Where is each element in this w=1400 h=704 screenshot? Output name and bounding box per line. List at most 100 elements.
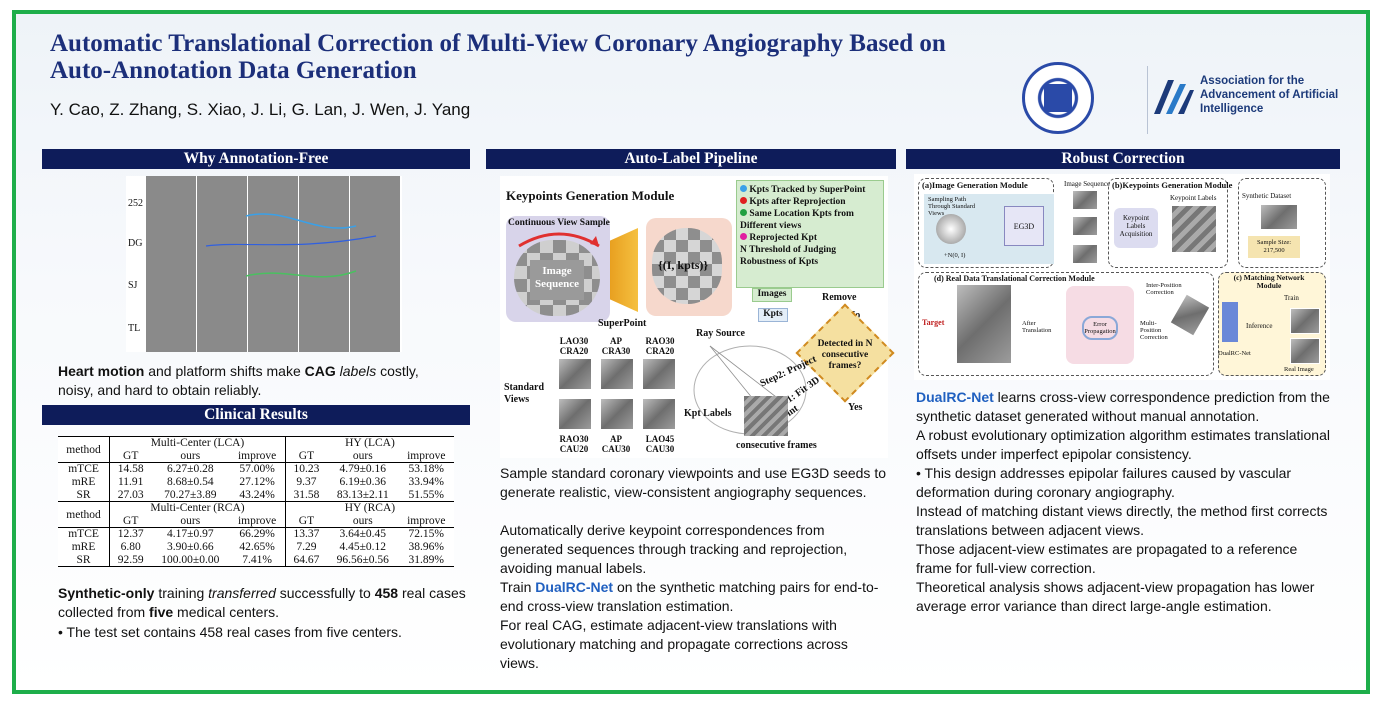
sample-size-box: Sample Size: 217,500 (1248, 236, 1300, 258)
module-b-box (1108, 178, 1228, 268)
dualrc-net-name: DualRC-Net (535, 579, 614, 595)
logo-divider (1147, 66, 1148, 134)
seq-tile (1072, 190, 1098, 210)
dualrc-block (1222, 302, 1238, 342)
table-cell: 64.67 (293, 553, 320, 566)
table-cell: 4.79±0.16 (339, 463, 387, 476)
decision-text: Detected in N consecutive frames? (817, 339, 873, 371)
table-cell: 11.91 (117, 476, 144, 488)
table-cell: 8.68±0.54 (167, 476, 214, 488)
view-label-top: AP CRA30 (601, 336, 631, 356)
pipeline-figure: Keypoints Generation Module Continuous V… (500, 176, 895, 458)
synthetic-dataset-label: Synthetic Dataset (1242, 192, 1292, 200)
clinical-text: real cases collected from (58, 585, 466, 620)
section-clinical-results: Clinical Results (42, 405, 470, 425)
table-cell: 27.03 (117, 488, 144, 501)
table-cell: 96.56±0.56 (336, 553, 389, 566)
motion-overlay (205, 213, 377, 278)
table-cell: SR (58, 488, 111, 502)
th-improve: improve (229, 449, 286, 463)
why-bold-cag: CAG (304, 363, 336, 379)
table-cell: 3.90±0.66 (167, 541, 214, 553)
table-cell: 33.94% (408, 476, 444, 488)
table-cell: 9.37 (296, 476, 317, 488)
view-tile (642, 358, 676, 390)
row-label-dg: DG (128, 238, 143, 249)
angiography-grid (146, 176, 400, 352)
superpoint-label: SuperPoint (598, 318, 647, 329)
th-gt: GT (123, 514, 139, 527)
clinical-italic-transferred: transferred (208, 585, 276, 601)
dualrc-label: DualRC-Net (1218, 350, 1251, 357)
table-cell: 6.27±0.28 (167, 463, 214, 476)
table-cell: 12.37 (117, 528, 144, 541)
table-cell: 13.37 (293, 528, 320, 541)
robust-paragraph-1: DualRC-Net learns cross-view corresponde… (916, 388, 1332, 426)
robust-paragraph-2: A robust evolutionary optimization algor… (916, 427, 1330, 462)
th-ours: ours (352, 449, 373, 462)
real-tile (1290, 338, 1320, 364)
view-label-bottom: LAO45 CAU30 (645, 434, 675, 454)
seq-tile (1072, 244, 1098, 264)
image-sequence-label: Image Sequence (530, 260, 584, 300)
pipeline-text: Train (500, 579, 536, 595)
section-auto-label-pipeline: Auto-Label Pipeline (486, 149, 896, 169)
module-b-title: (b)Keypoints Generation Module (1112, 180, 1233, 190)
clinical-bullet: • The test set contains 458 real cases f… (58, 624, 402, 640)
legend-dot-green (740, 209, 747, 216)
table-cell: 83.13±2.11 (336, 488, 389, 501)
kpt-acquisition-box: Keypoint Labels Acquisition (1114, 208, 1158, 248)
table-cell: 7.41% (229, 553, 286, 567)
table-cell: 7.29 (296, 541, 317, 553)
legend-item: Kpts Tracked by SuperPoint (740, 184, 880, 196)
train-label: Train (1284, 294, 1299, 302)
why-figure: 252 DG SJ TL (126, 176, 402, 352)
view-label-top: RAO30 CRA20 (645, 336, 675, 356)
standard-views-label: Standard Views (504, 382, 545, 405)
superpoint-network-icon (610, 228, 638, 312)
robust-paragraph-5: Those adjacent-view estimates are propag… (916, 541, 1298, 576)
legend-box: Kpts Tracked by SuperPoint Kpts after Re… (736, 180, 884, 288)
table-cell: 6.80 (120, 541, 141, 553)
inter-position-label: Inter-Position Correction (1146, 282, 1182, 296)
dataset-box (1238, 178, 1326, 268)
seq-tile (1072, 216, 1098, 236)
table-cell: 53.18% (408, 463, 444, 476)
why-italic-labels: labels (339, 363, 377, 379)
clinical-text: training (154, 585, 209, 601)
view-tile (558, 358, 592, 390)
clinical-text: medical centers. (173, 604, 279, 620)
view-tile (558, 398, 592, 430)
th-method: method (58, 501, 111, 528)
table-cell: 100.00±0.00 (161, 553, 220, 566)
table-cell: 4.45±0.12 (339, 541, 387, 553)
legend-dot-red (740, 197, 747, 204)
table-cell: SR (58, 553, 111, 567)
module-d-title: (d) Real Data Translational Correction M… (934, 274, 1095, 283)
th-rca: Multi-Center (RCA) (109, 501, 286, 515)
ray-source-label: Ray Source (696, 328, 745, 339)
robust-text: learns cross-view correspondence predict… (916, 389, 1330, 424)
module-c-title: (c) Matching Network Module (1233, 273, 1305, 290)
robust-paragraph-3: • This design addresses epipolar failure… (916, 465, 1292, 500)
label-stack (1172, 206, 1216, 252)
table-cell: 3.64±0.45 (339, 528, 387, 541)
table-cell: 31.89% (408, 553, 444, 566)
table-cell: 51.55% (408, 488, 444, 501)
image-sequence-label: Image Sequence (1064, 180, 1111, 188)
table-cell: 42.65% (229, 540, 286, 554)
view-tile (642, 398, 676, 430)
module-title: Keypoints Generation Module (506, 188, 675, 203)
image-kpts-set: {(I, kpts)} (658, 258, 709, 272)
pipeline-paragraph-2: Automatically derive keypoint correspond… (500, 522, 848, 576)
table-cell: 4.17±0.97 (167, 528, 214, 541)
legend-text: Kpts after Reprojection (749, 197, 846, 207)
th-ours: ours (180, 514, 201, 527)
section-robust-correction: Robust Correction (906, 149, 1340, 169)
legend-item: Same Location Kpts from Different views (740, 208, 880, 232)
consecutive-frames-stack (744, 396, 788, 436)
row-label-252: 252 (128, 198, 143, 209)
